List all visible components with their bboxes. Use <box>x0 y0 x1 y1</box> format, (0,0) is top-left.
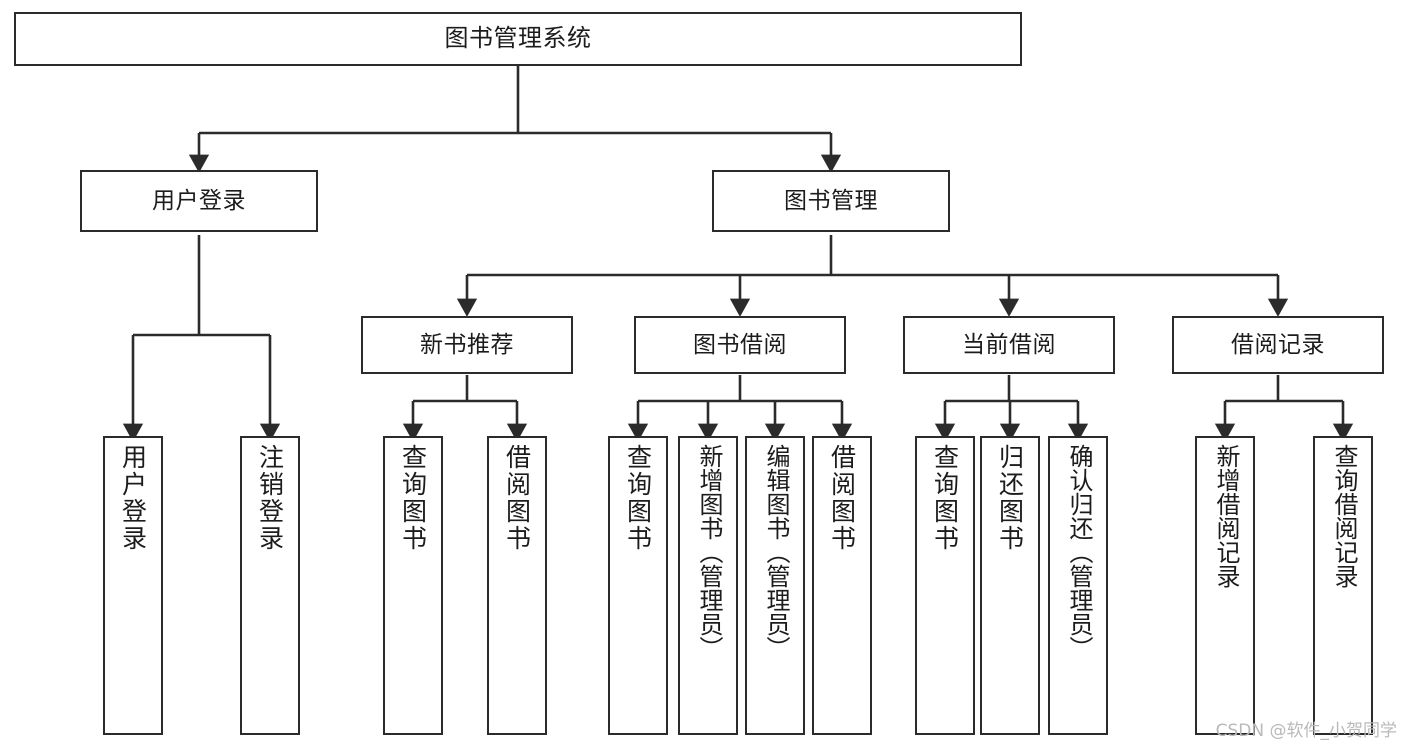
node-new-book-recommend[interactable]: 新书推荐 <box>361 316 573 374</box>
node-current-borrow[interactable]: 当前借阅 <box>903 316 1115 374</box>
csdn-watermark: CSDN @软件_小贺同学 <box>1215 721 1397 741</box>
node-label: 查询图书 <box>398 444 428 552</box>
leaf-current-confirm-return[interactable]: 确认归还（管理员） <box>1048 436 1108 735</box>
leaf-current-return-book[interactable]: 归还图书 <box>980 436 1040 735</box>
leaf-borrow-borrow-book[interactable]: 借阅图书 <box>812 436 872 735</box>
node-borrow-record[interactable]: 借阅记录 <box>1172 316 1384 374</box>
node-root-system[interactable]: 图书管理系统 <box>14 12 1022 66</box>
leaf-current-query-book[interactable]: 查询图书 <box>915 436 975 735</box>
node-label: 归还图书 <box>995 444 1025 552</box>
node-label: 注销登录 <box>255 444 285 552</box>
node-label: 用户登录 <box>118 444 148 552</box>
leaf-borrow-edit-book[interactable]: 编辑图书（管理员） <box>745 436 805 735</box>
leaf-recommend-query-book[interactable]: 查询图书 <box>383 436 443 735</box>
node-label: 图书借阅 <box>693 331 787 358</box>
node-user-login[interactable]: 用户登录 <box>80 170 318 232</box>
node-label: 查询借阅记录 <box>1329 444 1358 588</box>
leaf-user-login-logout[interactable]: 注销登录 <box>240 436 300 735</box>
leaf-record-add-record[interactable]: 新增借阅记录 <box>1195 436 1255 735</box>
node-label: 图书管理系统 <box>444 24 592 53</box>
node-label: 新增图书（管理员） <box>694 444 723 660</box>
node-label: 查询图书 <box>623 444 653 552</box>
leaf-user-login-login[interactable]: 用户登录 <box>103 436 163 735</box>
node-label: 查询图书 <box>930 444 960 552</box>
leaf-recommend-borrow-book[interactable]: 借阅图书 <box>487 436 547 735</box>
node-label: 新增借阅记录 <box>1211 444 1240 588</box>
node-label: 图书管理 <box>784 187 878 214</box>
node-label: 当前借阅 <box>962 331 1056 358</box>
node-label: 借阅记录 <box>1231 331 1325 358</box>
node-label: 新书推荐 <box>420 331 514 358</box>
node-label: 借阅图书 <box>827 444 857 552</box>
node-label: 用户登录 <box>152 187 246 214</box>
node-book-borrow[interactable]: 图书借阅 <box>634 316 846 374</box>
node-label: 借阅图书 <box>502 444 532 552</box>
leaf-borrow-query-book[interactable]: 查询图书 <box>608 436 668 735</box>
leaf-record-query-record[interactable]: 查询借阅记录 <box>1313 436 1373 735</box>
node-label: 确认归还（管理员） <box>1064 444 1093 660</box>
leaf-borrow-add-book[interactable]: 新增图书（管理员） <box>678 436 738 735</box>
node-book-management[interactable]: 图书管理 <box>712 170 950 232</box>
node-label: 编辑图书（管理员） <box>761 444 790 660</box>
